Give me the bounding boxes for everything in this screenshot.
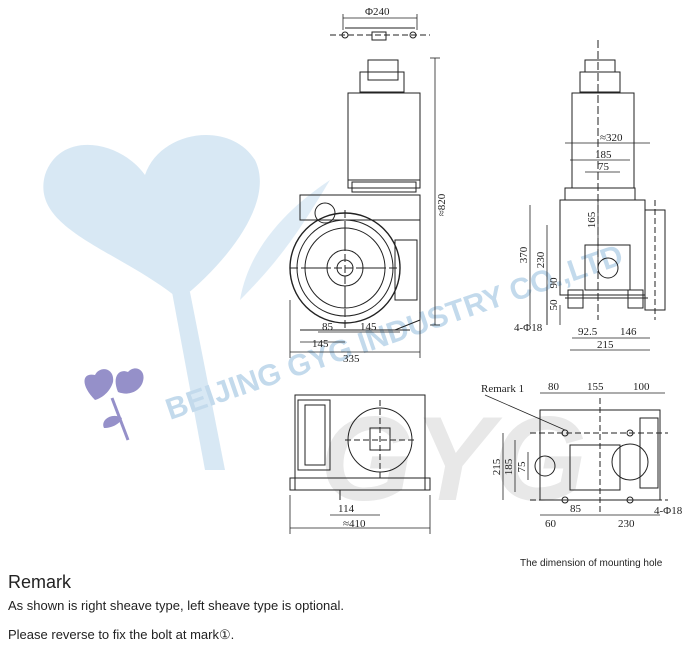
dim-side-230: 230 (535, 251, 547, 268)
dim-bottom-114: 114 (338, 503, 355, 515)
dim-side-90: 90 (548, 277, 560, 289)
remark-title: Remark (8, 572, 72, 592)
dim-mount-holes: 4-Φ18 (654, 505, 683, 517)
dim-side-165: 165 (586, 211, 598, 228)
mounting-hole-caption: The dimension of mounting hole (520, 558, 663, 569)
dim-front-145a: 145 (360, 321, 377, 333)
dim-side-92-5: 92.5 (578, 326, 598, 338)
dim-side-75: 75 (598, 161, 610, 173)
front-view (289, 27, 430, 331)
mounting-view (530, 398, 668, 512)
watermark-heart-logo (43, 134, 330, 470)
side-view (559, 40, 666, 320)
remark-line-1: As shown is right sheave type, left shea… (8, 598, 345, 613)
remark-line-2: Please reverse to fix the bolt at mark①. (8, 627, 235, 642)
top-view (289, 394, 431, 500)
dim-side-146: 146 (620, 326, 637, 338)
mount-remark-1: Remark 1 (481, 383, 524, 395)
dim-mount-215: 215 (491, 458, 503, 475)
dimension-labels: Φ240 ≈820 85 145 145 335 ≈320 185 75 370… (312, 6, 683, 530)
dim-side-320: ≈320 (600, 132, 623, 144)
watermark-logo: GYG (320, 392, 587, 526)
dim-side-50: 50 (548, 299, 560, 311)
dim-mount-75: 75 (516, 461, 528, 473)
technical-drawing: BEIJING GYG INDUSTRY CO.,LTD GYG (43, 6, 683, 534)
dim-mount-60: 60 (545, 518, 557, 530)
dim-side-215: 215 (597, 339, 614, 351)
dim-mount-100: 100 (633, 381, 650, 393)
dim-mount-80: 80 (548, 381, 560, 393)
dim-front-85: 85 (322, 321, 334, 333)
dim-front-height: ≈820 (436, 193, 448, 216)
dim-front-335: 335 (343, 353, 360, 365)
dim-side-holes: 4-Φ18 (514, 322, 543, 334)
dim-mount-85: 85 (570, 503, 582, 515)
dim-front-145b: 145 (312, 338, 329, 350)
dim-side-185: 185 (595, 149, 612, 161)
dim-mount-185: 185 (503, 458, 515, 475)
dimension-lines (289, 14, 665, 534)
dim-front-diameter: Φ240 (365, 6, 390, 18)
dim-side-370: 370 (518, 246, 530, 263)
dim-mount-155: 155 (587, 381, 604, 393)
dim-bottom-410: ≈410 (343, 518, 366, 530)
dim-mount-230: 230 (618, 518, 635, 530)
